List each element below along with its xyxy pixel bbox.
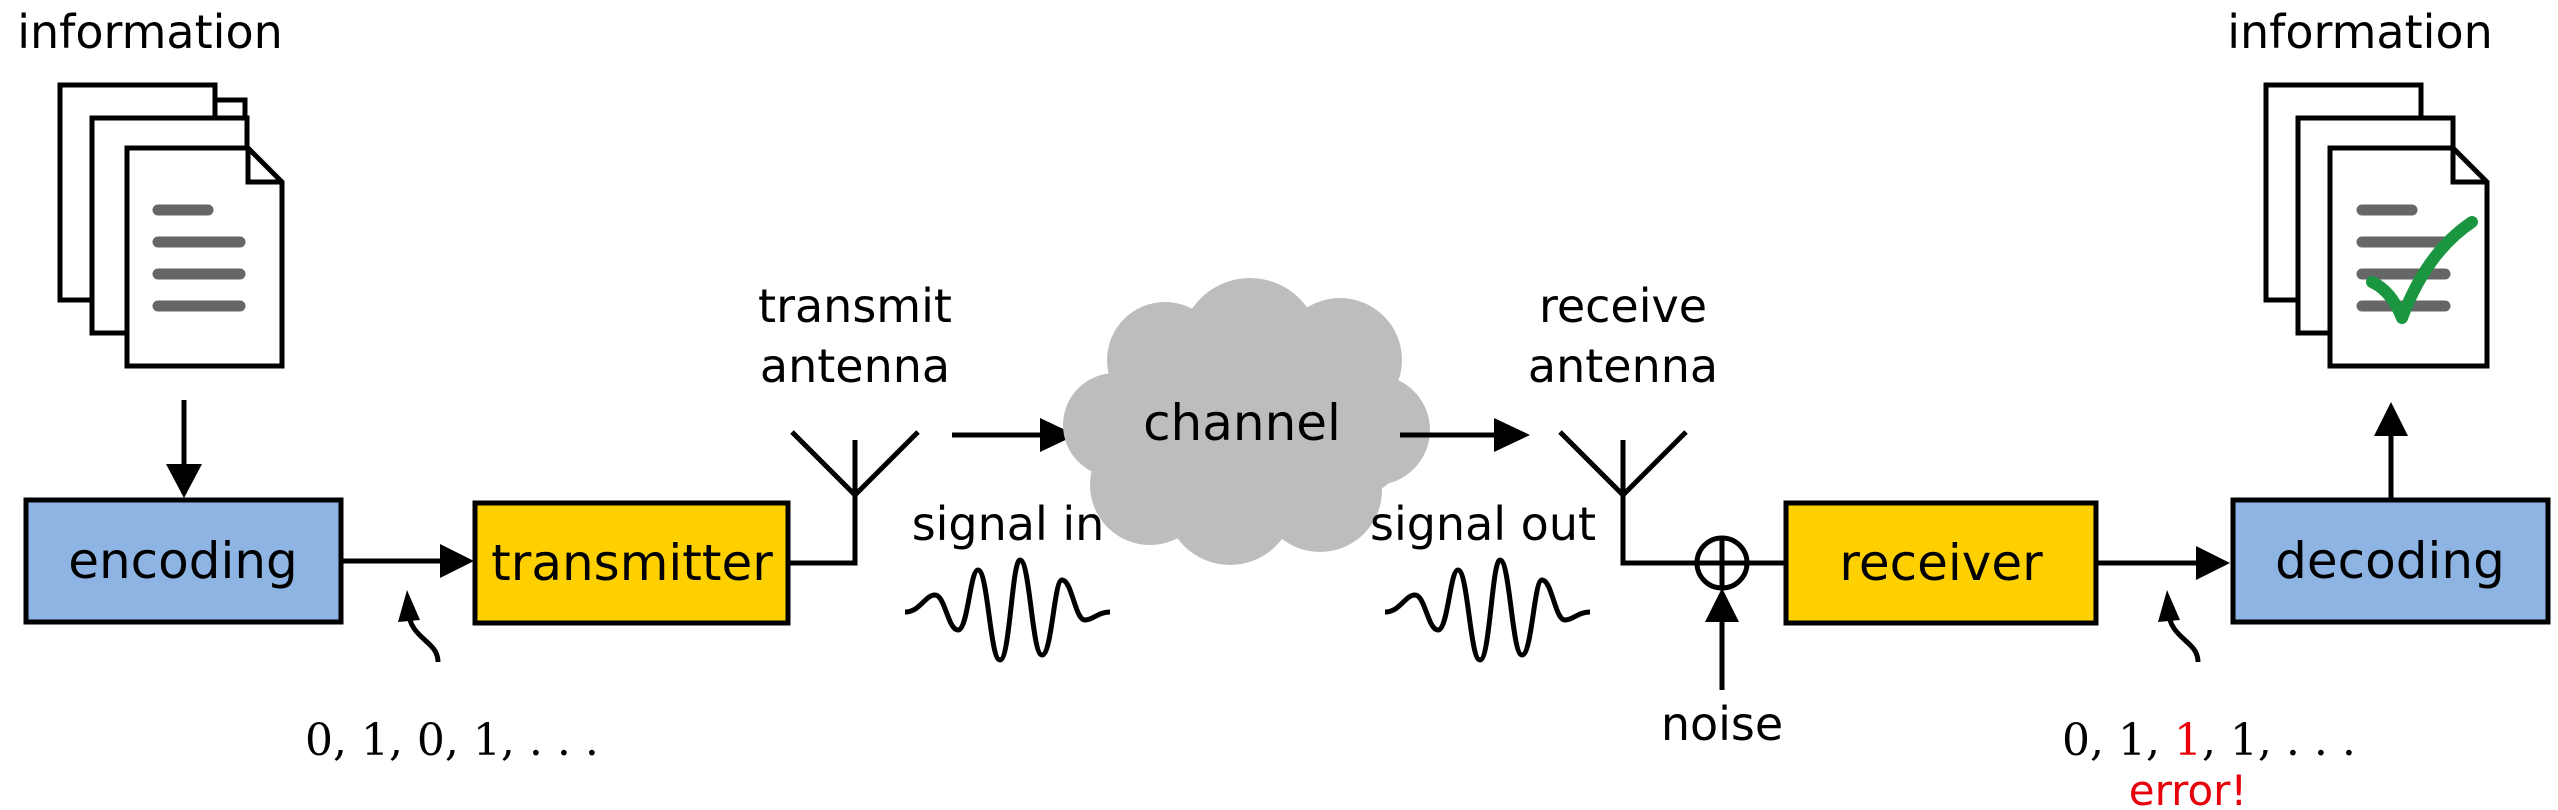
source-information-label: information (17, 5, 283, 59)
receiver-label: receiver (1839, 534, 2043, 592)
signal-in-label: signal in (912, 497, 1105, 551)
arrow-to-channel (1040, 418, 1076, 452)
bits-sent: 0, 1, 0, 1, . . . (305, 715, 599, 766)
signal-in-waveform-icon (904, 557, 1111, 663)
channel-cloud-icon (1063, 278, 1430, 565)
receive-antenna-label-line1: receive (1539, 279, 1707, 333)
transmit-antenna-icon (790, 430, 920, 497)
checkmark-icon (2366, 216, 2478, 324)
encoding-block (23, 497, 344, 625)
bits-received-part2: , 1, . . . (2202, 715, 2356, 766)
destination-information-label: information (2227, 5, 2493, 59)
signal-out-waveform-icon (1384, 557, 1591, 663)
transmit-antenna-label-line2: antenna (760, 339, 950, 393)
decoding-block (2230, 497, 2551, 625)
document-stack-check-icon (2263, 82, 2490, 369)
arrow-decoding-to-docs (2374, 402, 2408, 436)
adder-circled-plus-icon (1694, 535, 1750, 591)
receive-antenna-label-line2: antenna (1528, 339, 1718, 393)
transmitter-label: transmitter (491, 534, 773, 592)
noise-arrow (1705, 588, 1739, 622)
receive-antenna-icon (1558, 430, 1688, 497)
arrow-from-channel (1494, 418, 1530, 452)
arrow-encoding-to-transmitter (440, 544, 474, 578)
encoding-label: encoding (68, 532, 298, 590)
signal-out-label: signal out (1370, 497, 1596, 551)
bits-received: 0, 1, 1, 1, . . . (2062, 715, 2356, 766)
bits-received-flipped-bit: 1 (2174, 715, 2202, 766)
arrow-receiver-to-decoding (2196, 546, 2230, 580)
bits-received-part1: 0, 1, (2062, 715, 2174, 766)
transmit-antenna-label-line1: transmit (758, 279, 952, 333)
receiver-block (1783, 500, 2099, 626)
noise-label: noise (1661, 697, 1783, 751)
error-label: error! (2129, 766, 2248, 810)
transmitter-block (472, 500, 791, 626)
decoding-label: decoding (2275, 532, 2505, 590)
document-stack-icon (57, 82, 285, 369)
channel-label: channel (1143, 394, 1341, 452)
